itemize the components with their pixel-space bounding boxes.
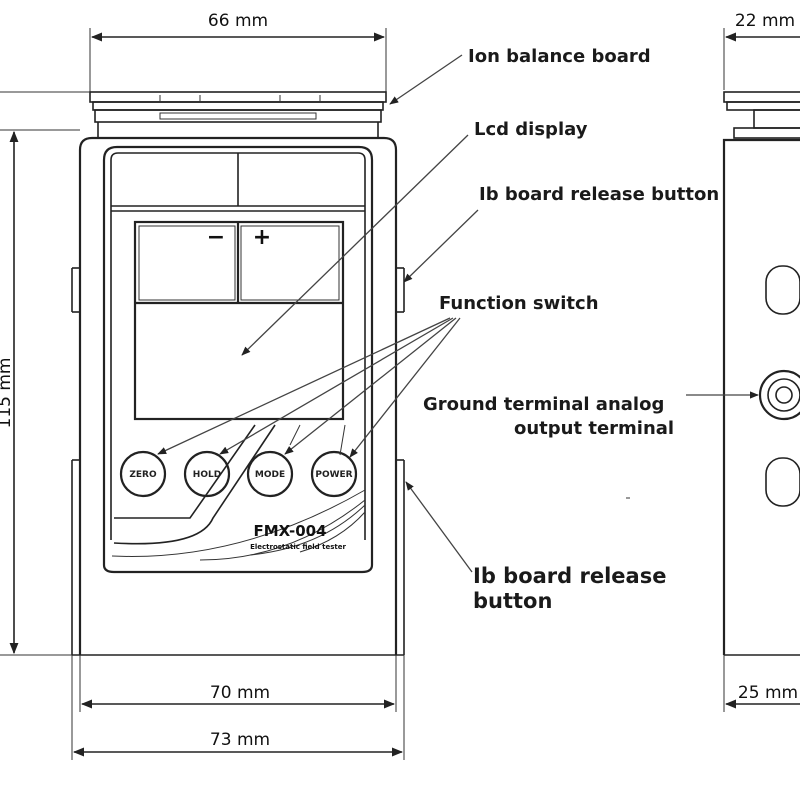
- callout-lcd-display-label: Lcd display: [474, 119, 588, 140]
- callout-ib-release-top-label: Ib board release button: [479, 184, 719, 205]
- function-buttons: ZERO HOLD MODE POWER: [119, 450, 358, 498]
- model-name: FMX-004: [253, 522, 326, 540]
- power-button-label: POWER: [315, 470, 352, 480]
- dimension-label-22mm: 22 mm: [735, 11, 795, 31]
- front-view: 66 mm: [0, 11, 405, 760]
- callout-ion-balance-board: Ion balance board: [389, 46, 651, 105]
- callout-function-switch-label: Function switch: [439, 293, 599, 314]
- mode-button-label: MODE: [255, 470, 285, 480]
- hold-button-label: HOLD: [193, 470, 221, 480]
- dimension-bottom-width: 70 mm: [79, 655, 397, 712]
- front-panel: [102, 145, 374, 574]
- dimension-label-25mm: 25 mm: [738, 683, 798, 703]
- ion-balance-board: [89, 91, 387, 138]
- plus-symbol: +: [253, 225, 271, 250]
- callout-ground-terminal-label-line1: Ground terminal analog: [423, 394, 664, 415]
- callout-function-switch: Function switch: [157, 293, 599, 458]
- dimension-label-73mm: 73 mm: [210, 730, 270, 750]
- callout-ground-terminal-label-line2: output terminal: [514, 418, 674, 439]
- dimension-label-66mm: 66 mm: [208, 11, 268, 31]
- callout-lcd-display: Lcd display: [241, 119, 588, 356]
- side-view: 22 mm 25 mm: [626, 11, 800, 712]
- mode-button[interactable]: MODE: [246, 450, 294, 498]
- dimension-label-115mm: 115 mm: [0, 358, 15, 429]
- model-label: FMX-004 Electrostatic field tester: [250, 522, 346, 551]
- callout-ib-release-bottom: Ib board release button: [405, 481, 666, 613]
- hold-button[interactable]: HOLD: [183, 450, 231, 498]
- callout-ion-balance-board-label: Ion balance board: [468, 46, 651, 67]
- dimension-base-width: 73 mm: [71, 655, 405, 760]
- callout-ib-release-top: Ib board release button: [403, 184, 719, 283]
- dimension-base-depth: 25 mm: [723, 655, 800, 712]
- callouts: Ion balance board Lcd display Ib board r…: [157, 46, 759, 613]
- lcd-display: − +: [133, 220, 345, 421]
- dimension-top-width: 66 mm: [89, 11, 387, 92]
- callout-ib-release-bottom-label-line2: button: [473, 589, 552, 613]
- dimension-top-depth: 22 mm: [723, 11, 800, 90]
- power-button[interactable]: POWER: [310, 450, 358, 498]
- callout-ground-terminal: Ground terminal analog output terminal: [423, 391, 759, 439]
- dimension-label-70mm: 70 mm: [210, 683, 270, 703]
- model-subtitle: Electrostatic field tester: [250, 543, 346, 551]
- minus-symbol: −: [207, 225, 225, 250]
- device-body: [71, 136, 405, 656]
- callout-ib-release-bottom-label-line1: Ib board release: [473, 564, 666, 588]
- button-traces: [111, 424, 366, 561]
- zero-button[interactable]: ZERO: [119, 450, 167, 498]
- ground-terminal: [758, 369, 800, 421]
- zero-button-label: ZERO: [129, 470, 157, 480]
- dimension-height: 115 mm: [0, 91, 90, 656]
